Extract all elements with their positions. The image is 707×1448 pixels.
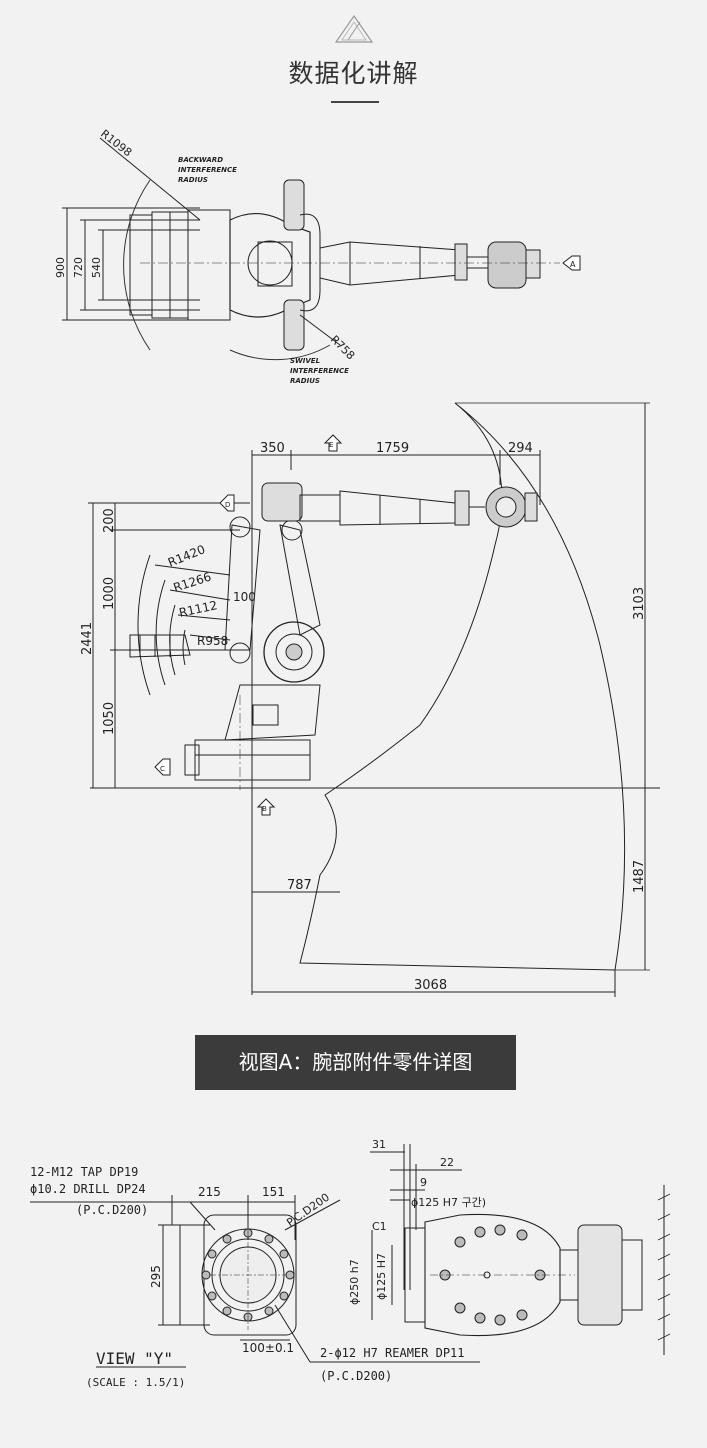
view-a-label: A [570,260,576,269]
top-view-drawing: R1098 BACKWARD INTERFERENCE RADIUS R758 … [54,127,581,385]
pcd-label: P.C.D200 [284,1191,332,1230]
dim-31: 31 [372,1138,386,1151]
dim-294: 294 [508,441,533,456]
dim-200: 200 [102,508,117,533]
backward-note-3: RADIUS [178,176,208,184]
drill-note: ϕ10.2 DRILL DP24 [30,1182,146,1196]
page-title: 数据化讲解 [288,59,419,88]
dim-100-side: 100 [233,590,256,604]
r-1420-label: R1420 [166,542,207,570]
dim-125: ϕ125 H7 [375,1253,388,1300]
dim-3068: 3068 [414,978,447,993]
dim-1487: 1487 [632,860,647,893]
pcd-note-2: (P.C.D200) [320,1369,392,1383]
triangle-logo-icon [334,14,374,43]
dim-2441: 2441 [80,622,95,655]
view-c-label: C [160,765,165,773]
dim-295: 295 [149,1265,163,1288]
swivel-note-2: INTERFERENCE [290,367,349,375]
dim-3103: 3103 [632,587,647,620]
dim-540: 540 [90,257,103,278]
r-swivel-label: R758 [328,333,357,362]
view-e-label: E [329,441,333,449]
dim-9: 9 [420,1176,427,1189]
title-underline [331,101,379,103]
r-backward-label: R1098 [98,127,134,159]
dim-100-detail: 100±0.1 [242,1341,294,1355]
pcd-note-1: (P.C.D200) [76,1203,148,1217]
r-958-label: R958 [197,634,228,648]
side-view-drawing: 350 1759 294 E D C B 200 1000 2441 1050 … [80,402,660,997]
reamer-note: 2-ϕ12 H7 REAMER DP11 [320,1346,465,1360]
swivel-note-3: RADIUS [290,377,320,385]
bore-note: ϕ125 H7 구간) [411,1196,486,1209]
view-y-detail: 12-M12 TAP DP19 ϕ10.2 DRILL DP24 (P.C.D2… [30,1138,671,1389]
dim-787: 787 [287,878,312,893]
dim-1050: 1050 [102,702,117,735]
dim-215: 215 [198,1185,221,1199]
dim-1759: 1759 [376,441,409,456]
dim-350: 350 [260,441,285,456]
chamfer-label: C1 [372,1220,387,1233]
backward-note-2: INTERFERENCE [178,166,237,174]
swivel-note-1: SWIVEL [290,357,320,365]
dim-1000: 1000 [102,577,117,610]
view-b-label: B [262,805,267,813]
view-a-banner: 视图A：腕部附件零件详图 [195,1035,516,1090]
dim-151: 151 [262,1185,285,1199]
scale-label: (SCALE : 1.5/1) [86,1376,185,1389]
dim-250: ϕ250 h7 [348,1259,361,1305]
view-y-label: VIEW "Y" [96,1349,173,1368]
dim-720: 720 [72,257,85,278]
dim-22: 22 [440,1156,454,1169]
view-d-label: D [225,501,230,509]
backward-note-1: BACKWARD [178,156,223,164]
dim-900: 900 [54,257,67,278]
tap-note: 12-M12 TAP DP19 [30,1165,138,1179]
r-1266-label: R1266 [172,570,213,595]
